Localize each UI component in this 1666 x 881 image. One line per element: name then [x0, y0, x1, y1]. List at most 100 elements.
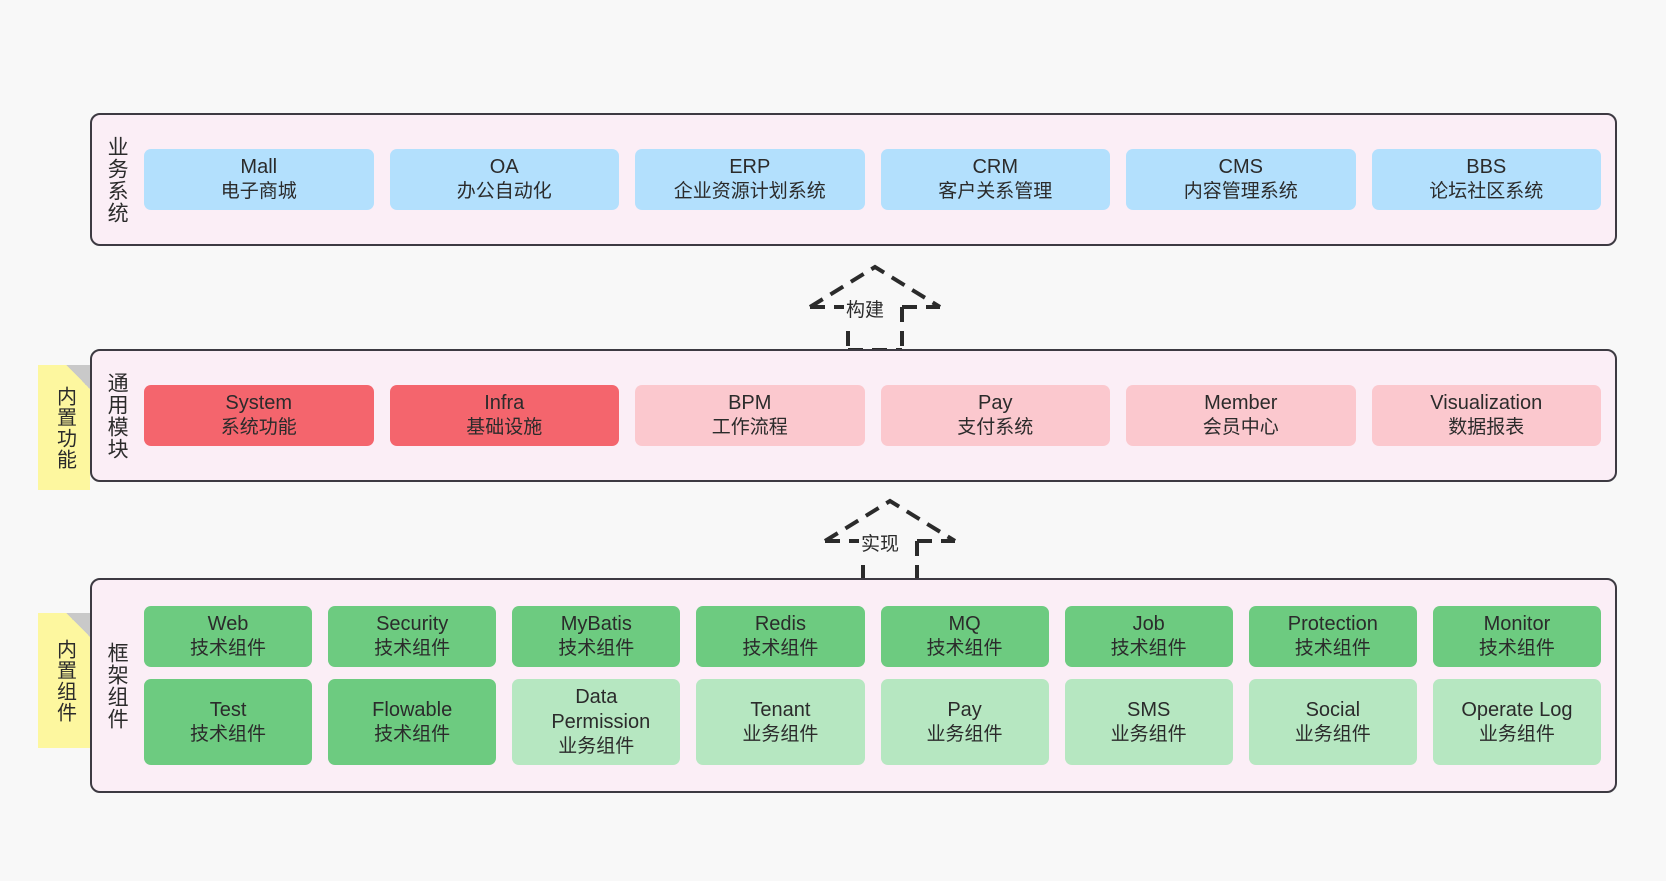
node-name: Social [1305, 698, 1361, 721]
node-data-permission[interactable]: Data Permission 业务组件 [512, 679, 681, 765]
layer-body-framework-component: Web 技术组件 Security 技术组件 MyBatis 技术组件 Redi… [140, 580, 1615, 791]
node-name: MQ [948, 613, 981, 636]
node-protection[interactable]: Protection 技术组件 [1248, 606, 1417, 667]
node-social[interactable]: Social 业务组件 [1248, 679, 1417, 765]
node-mybatis[interactable]: MyBatis 技术组件 [512, 606, 681, 667]
node-subtitle: 业务组件 [1478, 723, 1555, 745]
layer-framework-component[interactable]: 框架组件 Web 技术组件 Security 技术组件 MyBatis 技术组件… [90, 578, 1617, 793]
node-name: System [225, 392, 293, 415]
node-test[interactable]: Test 技术组件 [144, 679, 313, 765]
node-name: CMS [1218, 156, 1263, 179]
node-row: Test 技术组件 Flowable 技术组件 Data Permission … [144, 679, 1601, 765]
node-name: Flowable [372, 698, 453, 721]
node-mall[interactable]: Mall 电子商城 [144, 149, 374, 210]
node-crm[interactable]: CRM 客户关系管理 [880, 149, 1110, 210]
connector-label-implement: 实现 [859, 529, 902, 556]
node-subtitle: 技术组件 [374, 723, 451, 745]
node-name: CRM [972, 156, 1019, 179]
node-subtitle: 技术组件 [926, 638, 1003, 660]
node-name: Visualization [1430, 392, 1543, 415]
node-cms[interactable]: CMS 内容管理系统 [1126, 149, 1356, 210]
node-subtitle: 工作流程 [711, 417, 788, 439]
node-security[interactable]: Security 技术组件 [328, 606, 497, 667]
node-name: Member [1204, 392, 1278, 415]
node-visualization[interactable]: Visualization 数据报表 [1371, 385, 1601, 446]
node-pay[interactable]: Pay 支付系统 [880, 385, 1110, 446]
node-subtitle: 技术组件 [558, 638, 635, 660]
node-erp[interactable]: ERP 企业资源计划系统 [635, 149, 865, 210]
node-subtitle: 系统功能 [220, 417, 297, 439]
node-bpm[interactable]: BPM 工作流程 [635, 385, 865, 446]
node-name: OA [489, 156, 519, 179]
node-name: BBS [1466, 156, 1507, 179]
node-subtitle: 支付系统 [957, 417, 1034, 439]
layer-title-framework-component: 框架组件 [105, 641, 129, 730]
node-name: Monitor [1483, 613, 1551, 636]
node-mq[interactable]: MQ 技术组件 [880, 606, 1049, 667]
node-subtitle: 技术组件 [190, 723, 267, 745]
node-subtitle: 数据报表 [1448, 417, 1525, 439]
node-redis[interactable]: Redis 技术组件 [696, 606, 865, 667]
connector-build: 构建 [800, 262, 960, 352]
node-subtitle: 业务组件 [926, 723, 1003, 745]
node-name: ERP [729, 156, 771, 179]
node-subtitle: 业务组件 [1294, 723, 1371, 745]
layer-business-system[interactable]: 业务系统 Mall 电子商城 OA 办公自动化 ERP 企业资源计划系统 CRM… [90, 113, 1617, 246]
node-tenant[interactable]: Tenant 业务组件 [696, 679, 865, 765]
layer-title-common-module: 通用模块 [105, 371, 129, 460]
node-pay-component[interactable]: Pay 业务组件 [880, 679, 1049, 765]
node-bbs[interactable]: BBS 论坛社区系统 [1371, 149, 1601, 210]
node-name: BPM [728, 392, 772, 415]
node-name: Data Permission [551, 686, 651, 733]
layer-body-business-system: Mall 电子商城 OA 办公自动化 ERP 企业资源计划系统 CRM 客户关系… [140, 115, 1615, 244]
note-builtin-function[interactable]: 内置功能 [38, 365, 90, 490]
node-name: Web [207, 613, 249, 636]
node-operate-log[interactable]: Operate Log 业务组件 [1432, 679, 1601, 765]
node-subtitle: 技术组件 [742, 638, 819, 660]
node-subtitle: 办公自动化 [456, 181, 552, 203]
node-sms[interactable]: SMS 业务组件 [1064, 679, 1233, 765]
node-subtitle: 业务组件 [558, 736, 635, 757]
node-subtitle: 基础设施 [466, 417, 543, 439]
connector-label-build: 构建 [844, 295, 887, 322]
node-name: MyBatis [560, 613, 632, 636]
node-subtitle: 技术组件 [1294, 638, 1371, 660]
node-name: Infra [484, 392, 525, 415]
note-label: 内置功能 [53, 385, 76, 470]
layer-common-module[interactable]: 通用模块 System 系统功能 Infra 基础设施 BPM 工作流程 Pay… [90, 349, 1617, 482]
dashed-hollow-arrow-up-icon [808, 264, 942, 352]
node-subtitle: 技术组件 [190, 638, 267, 660]
node-subtitle: 技术组件 [1478, 638, 1555, 660]
node-monitor[interactable]: Monitor 技术组件 [1432, 606, 1601, 667]
node-name: Tenant [750, 698, 811, 721]
node-name: Pay [978, 392, 1013, 415]
node-subtitle: 会员中心 [1202, 417, 1279, 439]
node-subtitle: 论坛社区系统 [1429, 181, 1544, 203]
connector-implement: 实现 [815, 496, 975, 586]
node-infra[interactable]: Infra 基础设施 [389, 385, 619, 446]
node-member[interactable]: Member 会员中心 [1126, 385, 1356, 446]
node-subtitle: 电子商城 [220, 181, 297, 203]
dashed-hollow-arrow-up-icon [823, 498, 957, 586]
node-system[interactable]: System 系统功能 [144, 385, 374, 446]
node-subtitle: 内容管理系统 [1183, 181, 1298, 203]
node-subtitle: 业务组件 [742, 723, 819, 745]
node-name: SMS [1127, 698, 1171, 721]
node-web[interactable]: Web 技术组件 [144, 606, 313, 667]
node-name: Job [1132, 613, 1165, 636]
note-builtin-component[interactable]: 内置组件 [38, 613, 90, 748]
node-name: Pay [947, 698, 982, 721]
node-subtitle: 技术组件 [1110, 638, 1187, 660]
node-subtitle: 业务组件 [1110, 723, 1187, 745]
node-name: Operate Log [1461, 698, 1573, 721]
layer-body-common-module: System 系统功能 Infra 基础设施 BPM 工作流程 Pay 支付系统… [140, 351, 1615, 480]
node-row: Mall 电子商城 OA 办公自动化 ERP 企业资源计划系统 CRM 客户关系… [144, 149, 1601, 210]
node-name: Mall [240, 156, 278, 179]
node-job[interactable]: Job 技术组件 [1064, 606, 1233, 667]
node-name: Test [209, 698, 247, 721]
node-oa[interactable]: OA 办公自动化 [389, 149, 619, 210]
note-label: 内置组件 [53, 638, 76, 723]
node-flowable[interactable]: Flowable 技术组件 [328, 679, 497, 765]
node-subtitle: 客户关系管理 [938, 181, 1053, 203]
node-name: Security [376, 613, 449, 636]
